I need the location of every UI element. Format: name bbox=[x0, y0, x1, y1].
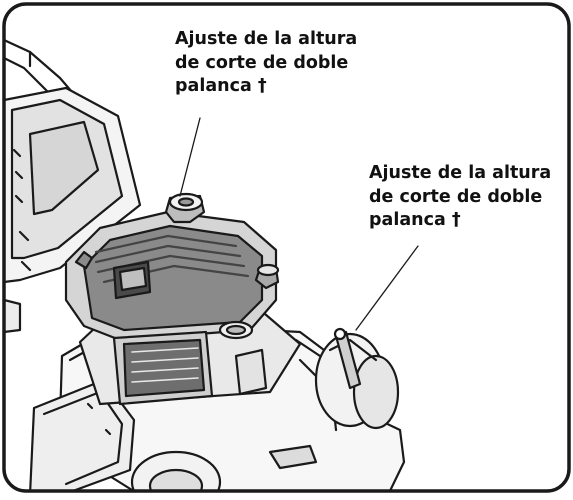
oil-cap-icon bbox=[254, 263, 280, 290]
callout-line: Ajuste de la altura bbox=[369, 163, 552, 183]
callout-height-adjust-right: Ajuste de la altura de corte de doble pa… bbox=[369, 162, 551, 233]
callout-height-adjust-top: Ajuste de la altura de corte de doble pa… bbox=[175, 28, 357, 99]
callout-line: palanca † bbox=[175, 76, 267, 96]
fuel-cap-icon bbox=[164, 192, 206, 224]
engine-icon bbox=[64, 210, 278, 342]
grass-bag-icon bbox=[4, 86, 142, 334]
callout-line: de corte de doble bbox=[369, 186, 543, 207]
height-lever-right-icon bbox=[333, 327, 362, 390]
mulch-flap-icon bbox=[28, 378, 136, 491]
frame-border bbox=[2, 2, 571, 493]
callout-line: Ajuste de la altura bbox=[175, 29, 358, 49]
leader-line bbox=[179, 117, 419, 331]
front-wheel-icon bbox=[130, 450, 222, 491]
muffler-icon bbox=[112, 330, 268, 406]
callout-line: de corte de doble bbox=[175, 52, 349, 73]
callout-line: palanca † bbox=[369, 210, 461, 230]
height-lever-front-icon bbox=[74, 250, 94, 270]
